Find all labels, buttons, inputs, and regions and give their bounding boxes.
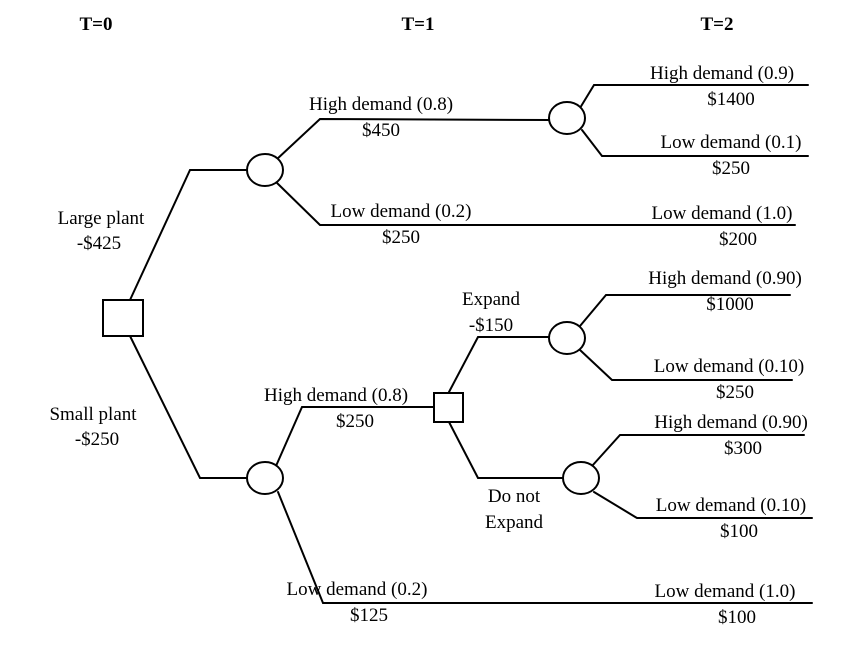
large-low-value: $250 [382,227,420,248]
branch-noexp-high [591,434,805,467]
branch-expand-low [579,349,793,381]
expand-low-value: $250 [716,382,754,403]
large-high-high-value: $1400 [707,89,755,110]
small-low-low-value: $100 [718,607,756,628]
chance-node-expand [548,321,586,355]
expand-high-label: High demand (0.90) [648,268,802,289]
small-high-value: $250 [336,411,374,432]
small-low-low-label: Low demand (1.0) [655,581,796,602]
header-t2: T=2 [701,14,734,35]
noexp-high-value: $300 [724,438,762,459]
branch-large-high [275,117,551,161]
small-plant-cost: -$250 [75,429,119,450]
large-high-high-label: High demand (0.9) [650,63,794,84]
expand-cost: -$150 [469,315,513,336]
noexp-low-value: $100 [720,521,758,542]
header-t0: T=0 [80,14,113,35]
large-high-low-value: $250 [712,158,750,179]
decision-node-expand [433,392,464,423]
small-plant-label: Small plant [49,404,137,425]
branch-do-not-expand [448,421,565,479]
branch-noexp-low [593,491,813,519]
branch-large-plant [129,169,247,301]
branch-small-plant [129,335,247,479]
chance-node-do-not-expand [562,461,600,495]
branch-large-high-high [579,84,809,109]
branch-expand-high [579,294,791,327]
large-low-low-value: $200 [719,229,757,250]
large-high-low-label: Low demand (0.1) [661,132,802,153]
small-low-value: $125 [350,605,388,626]
chance-node-large [246,153,284,187]
branch-small-high [275,406,435,467]
large-high-value: $450 [362,120,400,141]
expand-low-label: Low demand (0.10) [654,356,804,377]
noexp-low-label: Low demand (0.10) [656,495,806,516]
small-low-label: Low demand (0.2) [287,579,428,600]
expand-label: Expand [462,289,521,310]
branch-large-high-low [581,129,809,157]
expand-high-value: $1000 [706,294,754,315]
chance-node-small [246,461,284,495]
decision-node-root [102,299,144,337]
large-low-label: Low demand (0.2) [331,201,472,222]
do-not-expand-label-line1: Do not [488,486,541,507]
large-plant-label: Large plant [58,208,145,229]
noexp-high-label: High demand (0.90) [654,412,808,433]
small-high-label: High demand (0.8) [264,385,408,406]
large-low-low-label: Low demand (1.0) [652,203,793,224]
branch-small-low [277,491,813,604]
header-t1: T=1 [402,14,435,35]
do-not-expand-label-line2: Expand [485,512,544,533]
large-plant-cost: -$425 [77,233,121,254]
chance-node-large-high [548,101,586,135]
branch-expand [448,336,551,393]
large-high-label: High demand (0.8) [309,94,453,115]
branch-large-low [275,181,796,226]
